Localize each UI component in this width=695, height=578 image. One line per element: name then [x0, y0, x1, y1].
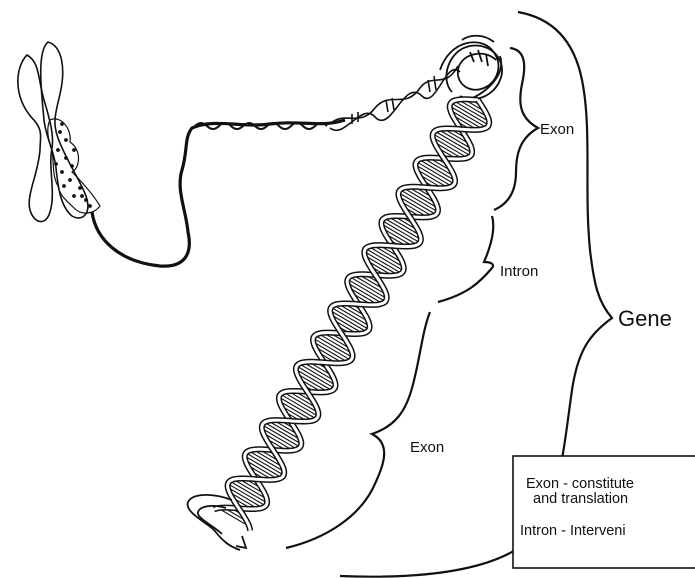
label-exon-top: Exon [540, 121, 574, 138]
helix-coil-top [440, 36, 502, 100]
brace-intron [438, 216, 493, 302]
chromosome [18, 42, 100, 222]
upper-helix [330, 66, 460, 130]
label-exon-bottom: Exon [410, 439, 444, 456]
legend-frame [513, 456, 695, 568]
label-intron: Intron [500, 263, 538, 280]
legend-exon-line1: Exon - constitute [526, 476, 634, 492]
double-helix [214, 99, 489, 530]
legend-intron-line: Intron - Interveni [520, 523, 626, 539]
brace-exon-top [494, 48, 538, 210]
legend-box: Exon - constitute and translation Intron… [513, 456, 695, 568]
label-gene: Gene [618, 306, 672, 331]
dna-thread [92, 120, 345, 266]
legend-exon-line2: and translation [533, 491, 628, 507]
brace-exon-bottom [286, 312, 430, 548]
chromosome-arm-left [18, 55, 53, 222]
